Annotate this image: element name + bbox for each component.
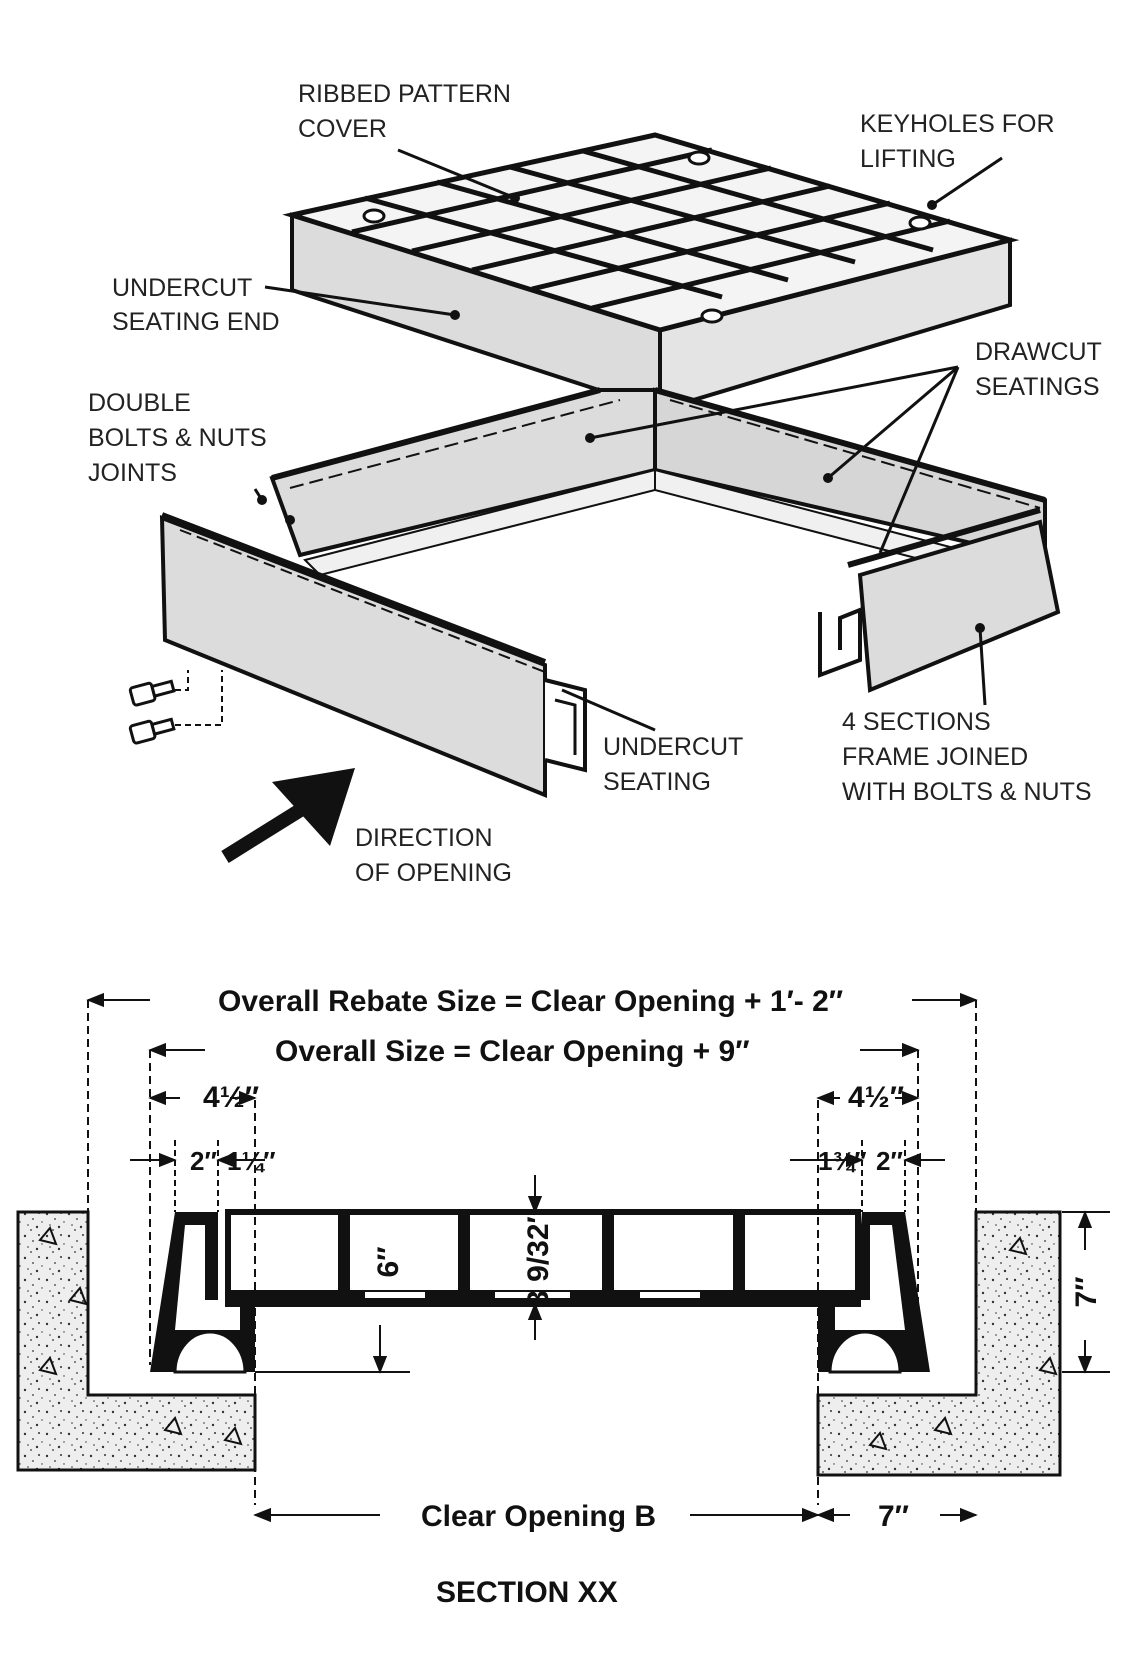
keyhole-icons xyxy=(362,150,932,324)
clear-opening-label: Clear Opening B xyxy=(421,1500,656,1533)
cover-section xyxy=(225,1209,861,1307)
leader-dots xyxy=(257,193,985,633)
cover-ribs xyxy=(351,147,951,311)
label-undercut-seating: UNDERCUT SEATING xyxy=(603,733,750,796)
label-ribbed-cover: RIBBED PATTERN COVER xyxy=(298,80,518,143)
frame-right-section xyxy=(818,507,1061,693)
ribbed-cover xyxy=(282,132,1020,413)
label-keyholes: KEYHOLES FOR LIFTING xyxy=(860,110,1061,173)
frame-left-section xyxy=(159,512,587,798)
depth-7-label: 7″ xyxy=(1070,1276,1103,1307)
label-four-sections: 4 SECTIONS FRAME JOINED WITH BOLTS & NUT… xyxy=(842,708,1092,806)
left-dim-a: 2″ xyxy=(190,1146,217,1176)
bolt-icons xyxy=(128,670,223,745)
leader-lines xyxy=(253,148,1003,732)
label-direction: DIRECTION OF OPENING xyxy=(355,824,512,887)
frame-section-left xyxy=(150,1212,255,1374)
right-width-label: 4½″ xyxy=(848,1081,904,1114)
concrete-right xyxy=(816,1210,1062,1477)
right-dim-b: 2″ xyxy=(876,1146,903,1176)
overall-rebate-label: Overall Rebate Size = Clear Opening + 1′… xyxy=(218,985,843,1018)
right-dim-a: 1¾″ xyxy=(818,1146,867,1176)
side-7-label: 7″ xyxy=(878,1500,909,1533)
overall-size-label: Overall Size = Clear Opening + 9″ xyxy=(275,1035,750,1068)
aggregate-marks xyxy=(38,1226,1058,1451)
label-double-bolts: DOUBLE BOLTS & NUTS JOINTS xyxy=(88,389,274,487)
left-width-label: 4½″ xyxy=(203,1081,259,1114)
label-drawcut-seatings: DRAWCUT SEATINGS xyxy=(975,338,1108,401)
section-title: SECTION XX xyxy=(436,1576,618,1609)
depth-cover-label: 3 9/32″ xyxy=(522,1209,555,1307)
section-view: Overall Rebate Size = Clear Opening + 1′… xyxy=(16,985,1110,1609)
depth-6-label: 6″ xyxy=(372,1246,405,1277)
direction-arrow-icon xyxy=(221,768,355,863)
dimension-lines xyxy=(86,992,1110,1523)
label-undercut-seating-end: UNDERCUT SEATING END xyxy=(112,274,280,336)
exploded-view: RIBBED PATTERN COVER KEYHOLES FOR LIFTIN… xyxy=(88,80,1108,887)
left-dim-b: 1¼″ xyxy=(227,1146,276,1176)
